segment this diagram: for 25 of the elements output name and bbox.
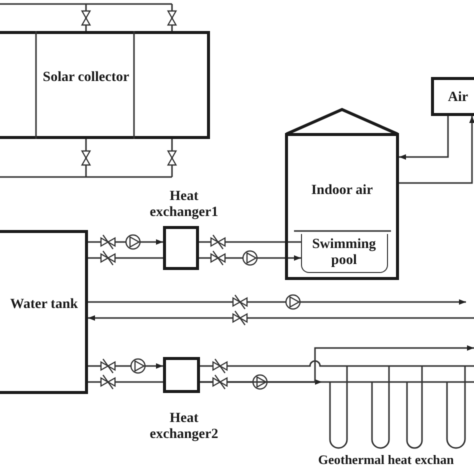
pipe-line bbox=[88, 381, 163, 383]
node-label: Indoor air bbox=[310, 183, 374, 199]
flow-arrow bbox=[88, 234, 163, 250]
flow-arrow bbox=[399, 116, 449, 160]
equipment-box bbox=[0, 230, 88, 394]
flow-arrow bbox=[399, 116, 474, 184]
solar-collector-box bbox=[0, 31, 210, 139]
node-label: Geothermal heat exchan bbox=[317, 452, 455, 468]
pipe-line bbox=[0, 138, 173, 178]
node-label: Water tank bbox=[9, 297, 79, 313]
flow-arrow bbox=[88, 358, 163, 374]
node-label: Heat exchanger1 bbox=[148, 189, 220, 221]
node-label: Heat exchanger2 bbox=[148, 411, 220, 443]
flow-arrow bbox=[88, 315, 474, 321]
flow-arrow bbox=[200, 345, 474, 383]
pipe-line bbox=[199, 241, 301, 243]
flow-arrow bbox=[88, 294, 466, 310]
node-label: Swimming pool bbox=[311, 237, 377, 269]
node-label: Solar collector bbox=[42, 70, 130, 86]
node-label: Air bbox=[446, 90, 470, 106]
pool-box bbox=[301, 234, 388, 273]
pipe-line bbox=[200, 360, 322, 367]
flow-arrow bbox=[199, 250, 301, 266]
pipe-line bbox=[88, 257, 163, 259]
equipment-box bbox=[431, 77, 474, 116]
